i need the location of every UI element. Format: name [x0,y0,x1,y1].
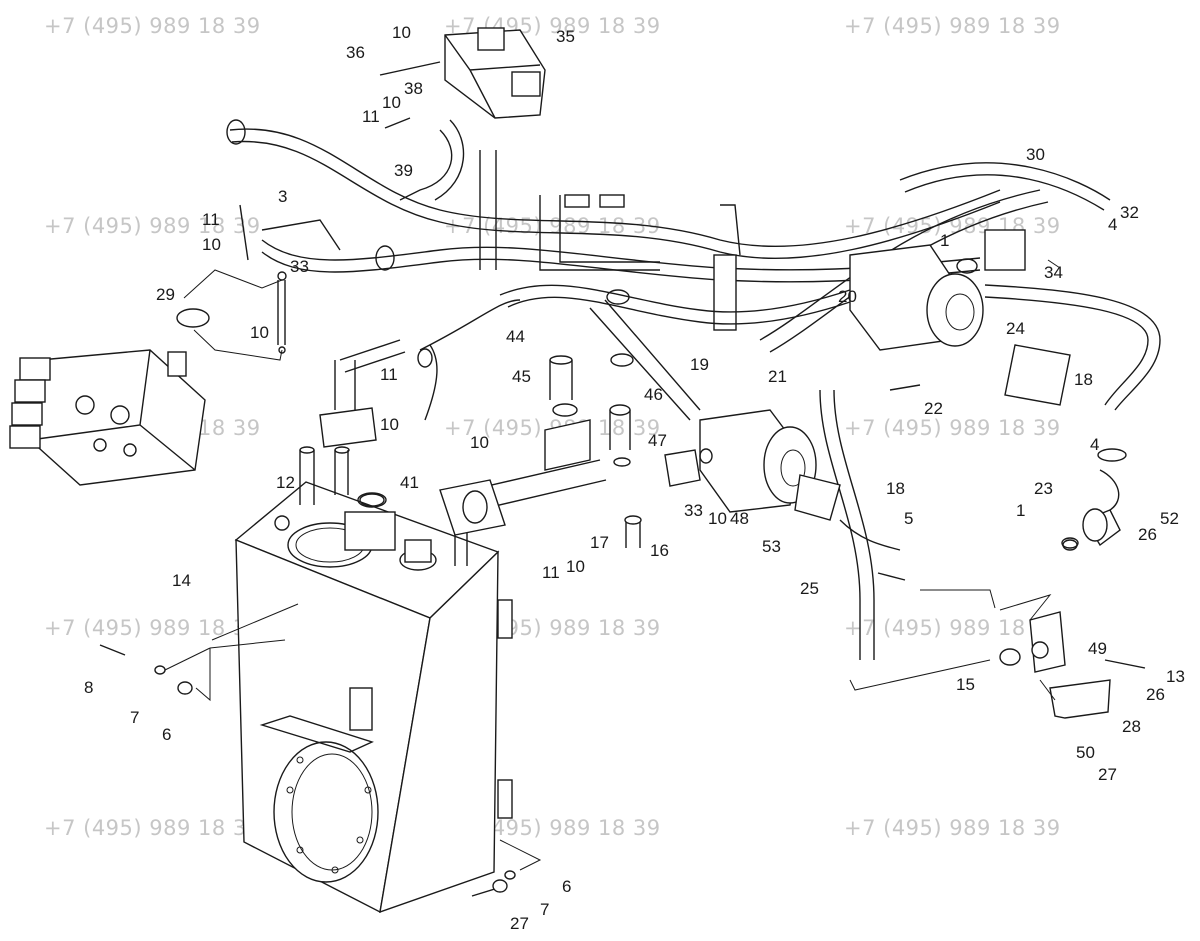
callout-49: 49 [1088,639,1107,658]
callout-35: 35 [556,27,575,46]
hydraulic-pump-right [849,229,1071,406]
callout-53: 53 [762,537,781,556]
callout-52: 52 [1160,509,1179,528]
callout-20: 20 [838,287,857,306]
suction-pipe [319,339,701,548]
callout-18: 18 [886,479,905,498]
callout-26: 26 [1138,525,1157,544]
callout-32: 32 [1120,203,1139,222]
callout-41: 41 [400,473,419,492]
callout-44: 44 [506,327,525,346]
callout-11: 11 [362,107,380,126]
watermark: +7 (495) 989 18 39 [844,416,1061,440]
callout-4: 4 [1090,435,1099,454]
callout-10: 10 [566,557,585,576]
callout-11: 11 [542,563,560,582]
callout-28: 28 [1122,717,1141,736]
control-valve [9,349,206,486]
callout-27: 27 [510,914,529,933]
callout-11: 11 [380,365,398,384]
callout-25: 25 [800,579,819,598]
callout-23: 23 [1034,479,1053,498]
leader-lines [164,259,1061,871]
callout-26: 26 [1146,685,1165,704]
watermark: +7 (495) 989 18 39 [44,616,261,640]
callout-1: 1 [1016,501,1025,520]
callout-18: 18 [1074,370,1093,389]
callout-10: 10 [392,23,411,42]
callout-27: 27 [1098,765,1117,784]
callout-29: 29 [156,285,175,304]
callout-45: 45 [512,367,531,386]
callout-8: 8 [84,678,93,697]
callout-38: 38 [404,79,423,98]
callout-5: 5 [904,509,913,528]
watermark: +7 (495) 989 18 39 [44,214,261,238]
callout-16: 16 [650,541,669,560]
callout-39: 39 [394,161,413,180]
callout-50: 50 [1076,743,1095,762]
callout-24: 24 [1006,319,1025,338]
callout-13: 13 [1166,667,1185,686]
hydraulic-tank [234,446,513,914]
top-valve-block [379,27,546,129]
callout-10: 10 [250,323,269,342]
watermark: +7 (495) 989 18 39 [844,616,1061,640]
callout-15: 15 [956,675,975,694]
callout-10: 10 [382,93,401,112]
callout-6: 6 [562,877,571,896]
callout-21: 21 [768,367,787,386]
callout-10: 10 [380,415,399,434]
callout-3: 3 [278,187,287,206]
callout-33: 33 [290,257,309,276]
bracket-assembly [999,448,1146,719]
callout-30: 30 [1026,145,1045,164]
callout-47: 47 [648,431,667,450]
callout-46: 46 [644,385,663,404]
callout-14: 14 [172,571,191,590]
callout-19: 19 [690,355,709,374]
callout-36: 36 [346,43,365,62]
callout-6: 6 [162,725,171,744]
callout-1: 1 [940,231,949,250]
callout-7: 7 [130,708,139,727]
callout-11: 11 [202,210,220,229]
callout-48: 48 [730,509,749,528]
watermark: +7 (495) 989 18 39 [844,816,1061,840]
watermark: +7 (495) 989 18 39 [844,14,1061,38]
seals-and-fasteners [99,119,1079,897]
callout-10: 10 [708,509,727,528]
callout-34: 34 [1044,263,1063,282]
callout-33: 33 [684,501,703,520]
callout-7: 7 [540,900,549,919]
callout-10: 10 [202,235,221,254]
callouts: 36 10 35 38 10 11 39 3 11 10 33 29 10 30… [84,23,1185,933]
callout-17: 17 [590,533,609,552]
watermark: +7 (495) 989 18 39 [44,816,261,840]
callout-22: 22 [924,399,943,418]
callout-4: 4 [1108,215,1117,234]
hydraulic-pump-center [699,409,841,521]
watermark: +7 (495) 989 18 39 [44,14,261,38]
hose-bundle [229,119,1161,660]
callout-12: 12 [276,473,295,492]
callout-10: 10 [470,433,489,452]
